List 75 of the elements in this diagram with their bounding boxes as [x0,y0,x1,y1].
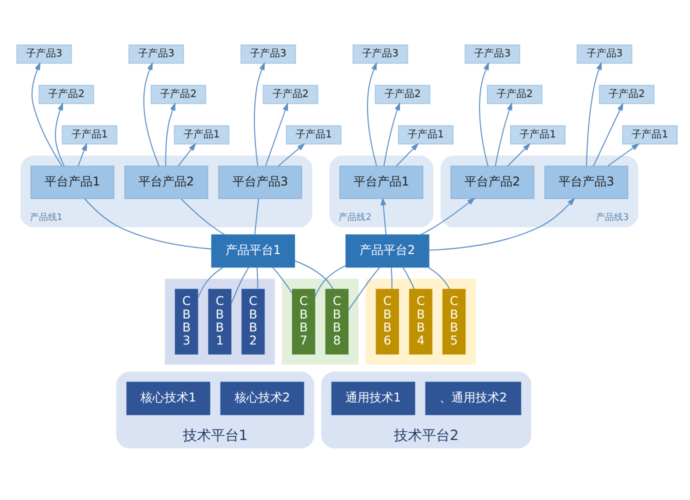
node-box: 平台产品2 [124,165,208,198]
node-box: 产品平台2 [346,234,430,268]
node-box: C B B 1 [208,288,232,354]
node-box: 子产品2 [486,84,542,104]
arrow [278,142,306,166]
connector [254,198,260,234]
arrow [54,102,65,166]
arrow [143,62,160,166]
node-box: 平台产品2 [450,165,534,198]
cluster [366,278,476,364]
node-box: 子产品1 [622,124,678,144]
cluster [164,278,275,364]
node-box: 平台产品3 [218,165,302,198]
connector [314,264,346,297]
arrow [586,61,602,166]
node-box: 子产品3 [240,44,296,64]
node-box: 子产品1 [174,124,230,144]
connector [348,266,380,310]
node-box: 通用技术1 [331,381,416,415]
connector [256,266,258,289]
arrow [593,102,624,166]
connector [402,266,415,289]
node-box: C B B 7 [292,288,316,354]
connector [197,266,224,298]
arrow [32,61,62,166]
node-box: 子产品1 [286,124,342,144]
arrow [165,102,176,166]
node-box: C B B 3 [174,288,198,354]
node-box: 子产品3 [576,44,632,64]
arrow [380,196,386,234]
cluster [282,278,359,364]
node-box: 核心技术2 [220,381,304,415]
node-box: C B B 2 [242,288,265,354]
arrow [254,62,265,166]
node-box: C B B 5 [442,288,466,354]
node-box: 子产品2 [38,84,94,104]
arrow [428,197,576,250]
node-box: 子产品3 [128,44,184,64]
node-box: 子产品3 [464,44,520,64]
node-box: 子产品1 [510,124,566,144]
arrow [507,142,531,166]
connector [230,266,250,304]
connector [84,198,212,249]
arrow [608,142,640,166]
node-box: 子产品2 [598,84,654,104]
connector [294,260,334,289]
connector [180,198,226,235]
arrow [420,197,476,235]
node-box: 平台产品3 [544,165,628,198]
connector [428,266,450,289]
node-box: 子产品2 [150,84,206,104]
node-box: 子产品1 [398,124,454,144]
node-box: 子产品2 [374,84,430,104]
node-box: 核心技术1 [126,381,210,415]
connector [272,266,293,294]
node-box: 子产品2 [262,84,318,104]
arrow [494,102,512,166]
connector [390,266,392,289]
node-box: 子产品1 [62,124,118,144]
arrow [367,62,378,166]
node-box: C B B 8 [325,288,349,354]
node-box: 子产品3 [352,44,408,64]
node-box: C B B 4 [409,288,432,354]
node-box: 平台产品1 [339,165,424,198]
arrow [178,142,196,166]
node-box: 平台产品1 [30,165,114,198]
arrow [396,142,419,166]
node-box: 子产品3 [16,44,72,64]
node-box: 产品平台1 [211,234,296,268]
arrow [383,102,400,166]
arrow [265,102,288,166]
arrow [78,142,87,166]
arrow [479,62,490,166]
node-box: C B B 6 [376,288,400,354]
node-box: 、通用技术2 [425,381,522,415]
